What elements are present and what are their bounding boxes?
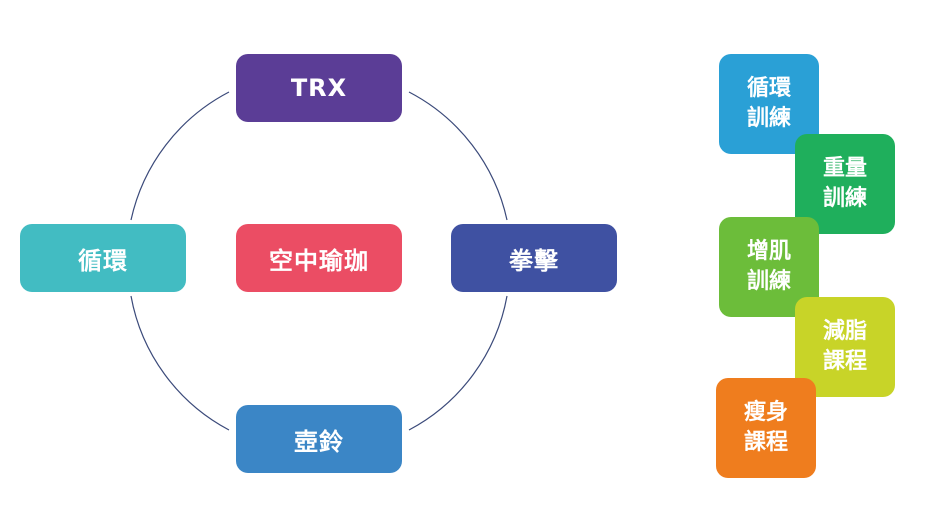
ring-arc-bottom-left	[130, 295, 230, 431]
tag-line: 訓練	[746, 106, 791, 131]
ring-arc-top-left	[130, 91, 230, 221]
tag-line: 增肌	[746, 239, 791, 264]
tag-line: 訓練	[746, 269, 791, 294]
node-kettlebell: 壺鈴	[236, 405, 402, 473]
ring-arc-top-right	[408, 91, 508, 221]
node-boxing-label: 拳擊	[509, 246, 559, 275]
tag-line: 瘦身	[743, 400, 788, 425]
node-boxing: 拳擊	[451, 224, 617, 292]
tag-weight-training: 重量 訓練	[795, 134, 895, 234]
tag-line: 課程	[743, 430, 788, 455]
node-aerial-yoga-label: 空中瑜珈	[269, 246, 369, 275]
node-trx: TRX	[236, 54, 402, 122]
tag-line: 減脂	[822, 319, 867, 344]
tag-line: 重量	[822, 156, 867, 181]
node-kettlebell-label: 壺鈴	[294, 427, 344, 456]
node-circuit-label: 循環	[78, 246, 128, 275]
tag-line: 循環	[746, 76, 791, 101]
tag-slimming-course: 瘦身 課程	[716, 378, 816, 478]
node-aerial-yoga: 空中瑜珈	[236, 224, 402, 292]
tag-line: 課程	[822, 349, 867, 374]
tag-line: 訓練	[822, 186, 867, 211]
node-circuit: 循環	[20, 224, 186, 292]
node-trx-label: TRX	[290, 74, 348, 102]
ring-arc-bottom-right	[408, 295, 508, 431]
